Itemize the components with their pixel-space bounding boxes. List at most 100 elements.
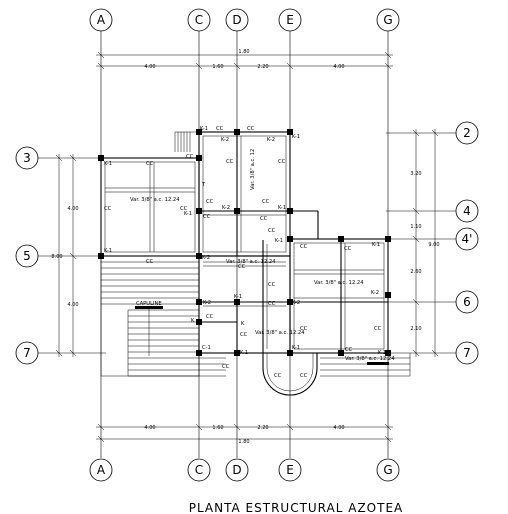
axis-bubbles-top: A C D E G [89,8,400,32]
label-k1: K-1 [292,134,300,140]
axis-label-7-left: 7 [23,346,31,360]
label-k1: K-1 [372,242,380,248]
label-k2: K-2 [371,290,379,296]
label-cc: CC [300,373,308,379]
label-cc: CC [180,206,188,212]
label-k1: K-1 [275,238,283,244]
right-span-2-4: 3.20 [410,171,421,177]
axis-bubble-C-bottom [187,458,211,482]
label-k2: K-2 [203,300,211,306]
label-cc: CC [300,326,308,332]
label-cc: CC [206,314,214,320]
axis-label-6-right: 6 [463,295,471,309]
top-span-d-e: 2.20 [257,64,268,70]
bottom-span-e-g: 4.00 [333,425,344,431]
right-total-dim: 9.00 [428,242,439,248]
axis-bubble-A-top [89,8,113,32]
axis-label-E-bottom: E [286,463,294,477]
axis-bubble-A-bottom [89,458,113,482]
label-k1: K-1 [104,161,112,167]
label-cc: CC [247,126,255,132]
columns [98,129,391,356]
rebar-label-vertical: Var. 3/8" a.c. 12 [250,149,256,190]
label-cc: CC [268,301,276,307]
label-k2: K-2 [202,255,210,261]
label-cc: CC [240,332,248,338]
label-k2: K-2 [222,205,230,211]
structural-labels: K-1 CC K-1 CC CC K-1 K-2 K-2 CC CC CC T … [104,126,395,379]
label-cc: CC [274,373,282,379]
axis-label-C-top: C [195,13,203,27]
axis-label-E-top: E [286,13,294,27]
axis-bubble-E-bottom [278,458,302,482]
label-cc: CC [146,259,154,265]
label-k1: K-1 [292,345,300,351]
label-cc: CC [203,214,211,220]
axis-bubble-3-left [15,146,39,170]
axis-label-C-bottom: C [195,463,203,477]
label-k1: K-1 [240,350,248,356]
label-cc: CC [238,264,246,270]
top-span-c-d: 1.60 [212,64,223,70]
label-k1: K-1 [184,211,192,217]
label-cc: CC [374,326,382,332]
axis-label-4-right: 4 [463,204,471,218]
bottom-span-d-e: 2.20 [257,425,268,431]
axis-bubbles-left: 3 5 7 [15,146,39,365]
axis-bubble-D-top [225,8,249,32]
right-dimensions: 3.20 1.10 2.60 2.10 9.00 [410,129,440,357]
axis-label-A-bottom: A [97,463,106,477]
left-total-dim: 8.00 [51,254,62,260]
rebar-label-4: Var. 3/8" a.c. 12.24 [255,330,305,336]
label-cc: CC [262,199,270,205]
bottom-span-a-c: 4.00 [144,425,155,431]
label-k: K [241,321,245,327]
rebar-label-5: Var. 3/8" a.c. 12.24 [345,356,395,362]
right-span-4p-6: 2.60 [410,269,421,275]
plan-title: PLANTA ESTRUCTURAL AZOTEA [189,501,404,514]
left-dimensions: 8.00 4.00 4.00 [51,154,79,357]
rebar-label-2: Var. 3/8" a.c. 12.24 [226,259,276,265]
axis-bubble-G-bottom [376,458,400,482]
label-k2: K-2 [221,137,229,143]
label-c1: C-1 [202,345,211,351]
bottom-total-dim: 1.80 [238,439,249,445]
axis-label-7-right: 7 [463,346,471,360]
label-cc: CC [268,228,276,234]
label-cc: CC [146,161,154,167]
bottom-dimensions: 4.00 1.60 2.20 4.00 1.80 [96,423,393,445]
axis-label-2-right: 2 [463,126,471,140]
label-cc: CC [345,347,353,353]
axis-label-G-bottom: G [383,463,392,477]
axis-bubble-D-bottom [225,458,249,482]
label-k2: K-2 [292,300,300,306]
axis-label-A-top: A [97,13,106,27]
top-total-dim: 1.80 [238,49,249,55]
label-t: T [201,182,206,188]
label-cc: CC [226,159,234,165]
axis-bubble-4p-right [455,227,479,251]
horizontal-grid-lines [38,132,456,354]
right-span-6-7: 2.10 [410,326,421,332]
label-cc: CC [344,246,352,252]
left-span-5-7: 4.00 [67,302,78,308]
axis-bubble-4-right [455,199,479,223]
axis-label-3-left: 3 [23,151,31,165]
axis-bubble-7-right [455,341,479,365]
label-cc: CC [278,159,286,165]
axis-bubble-2-right [455,121,479,145]
right-span-4-4p: 1.10 [410,224,421,230]
axis-bubble-6-right [455,290,479,314]
axis-label-G-top: G [383,13,392,27]
left-span-3-5: 4.00 [67,206,78,212]
rebar-label-3: Var. 3/8" a.c. 12.24 [314,280,364,286]
top-span-a-c: 4.00 [144,64,155,70]
stair-hatching [100,131,411,377]
axis-bubble-C-top [187,8,211,32]
label-cc: CC [222,364,230,370]
axis-bubble-5-left [15,244,39,268]
label-k2: K-2 [267,137,275,143]
axis-label-5-left: 5 [23,249,31,263]
label-cc: CC [260,216,268,222]
